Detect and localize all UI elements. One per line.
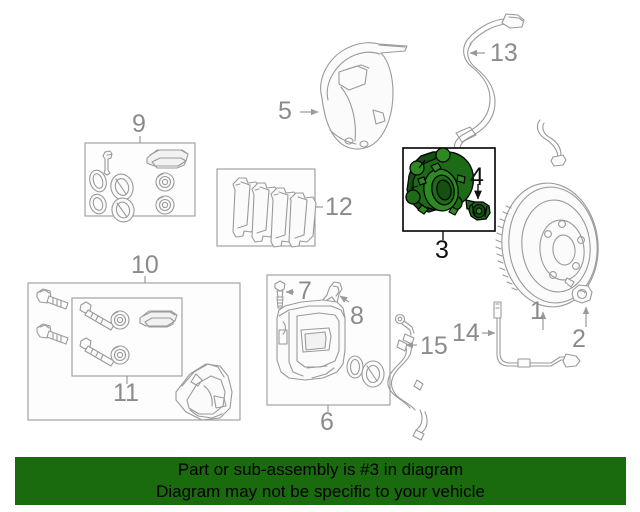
- group-box-12: [216, 168, 323, 248]
- group-box-6: [266, 274, 391, 412]
- callout-number-9: 9: [132, 110, 146, 138]
- caliper-mounting-bracket: [175, 363, 233, 421]
- callout-number-7: 7: [298, 277, 312, 305]
- group-box-10: [27, 276, 241, 421]
- callout-number-10: 10: [131, 251, 159, 279]
- axle-nut: [468, 201, 491, 221]
- group-box-9: [84, 136, 196, 223]
- callout-number-12: 12: [325, 193, 353, 221]
- part-notice-banner: Part or sub-assembly is #3 in diagram Di…: [15, 457, 626, 505]
- banner-line-1: Part or sub-assembly is #3 in diagram: [177, 460, 464, 479]
- group-box-11: [71, 297, 183, 384]
- group-part-1-brake-rotor: [495, 182, 599, 330]
- callout-number-8: 8: [350, 302, 364, 330]
- callout-number-11: 11: [113, 379, 139, 407]
- group-part-14-wear-sensor: [482, 301, 581, 368]
- group-part-5-dust-shield: [300, 42, 408, 150]
- callout-number-4: 4: [470, 163, 484, 191]
- callout-number-5: 5: [278, 97, 292, 125]
- group-part-2-set-screw: [564, 277, 593, 327]
- brake-caliper-body: [276, 299, 346, 381]
- callout-number-14: 14: [452, 319, 480, 347]
- callout-number-6: 6: [320, 408, 334, 436]
- banner-line-2: Diagram may not be specific to your vehi…: [156, 482, 485, 501]
- callout-number-13: 13: [490, 39, 518, 67]
- callout-number-3: 3: [435, 236, 449, 264]
- callout-number-15: 15: [420, 332, 448, 360]
- callout-number-2: 2: [572, 325, 586, 353]
- wheel-hub-assembly: [405, 147, 477, 216]
- group-part-13-abs-sensor: [453, 13, 567, 167]
- callout-number-1: 1: [530, 297, 544, 325]
- group-part-15-brake-hose: [387, 313, 428, 441]
- group-box-3-highlighted: [402, 147, 496, 240]
